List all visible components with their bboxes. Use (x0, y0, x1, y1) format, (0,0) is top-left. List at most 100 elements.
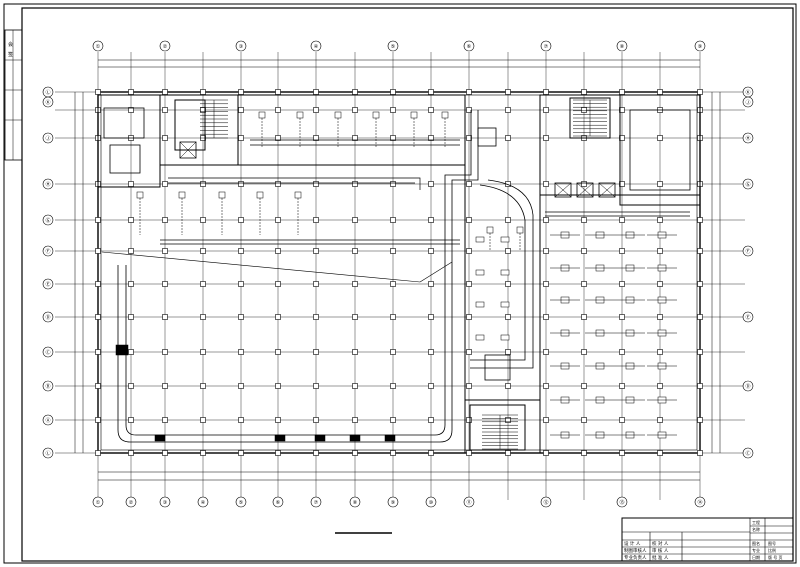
grid-bubble-top: ④ (310, 40, 322, 52)
tb-discipline-lead: 专业负责人 (624, 554, 647, 561)
grid-bubble-bottom: ⑤ (235, 496, 247, 508)
grid-bubble-top: ⑤ (387, 40, 399, 52)
svg-text:Ⓕ: Ⓕ (45, 248, 50, 255)
svg-text:②: ② (163, 44, 168, 50)
tb-reviewer: 审 核 人 (652, 547, 669, 554)
sheet-border (3, 3, 797, 564)
grid-bubble-right: Ⓔ (742, 311, 754, 323)
grid-bubble-right: Ⓙ (742, 96, 754, 108)
grid-bubble-left: Ⓕ (42, 245, 54, 257)
grid-bubble-top: ⑦ (540, 40, 552, 52)
svg-text:⑭: ⑭ (697, 499, 702, 506)
grid-bubble-right: Ⓕ (742, 245, 754, 257)
equipment (103, 107, 691, 381)
svg-text:Ⓔ: Ⓔ (45, 281, 50, 288)
svg-text:③: ③ (239, 44, 243, 50)
air-terminals (115, 111, 677, 442)
side-signature-strip: 会 签 (4, 29, 23, 161)
grid-bubble-bottom: ⑨ (387, 496, 399, 508)
svg-text:⑥: ⑥ (467, 44, 472, 50)
svg-text:①: ① (96, 44, 101, 50)
side-strip-text-1: 会 (8, 41, 13, 48)
svg-text:⑤: ⑤ (239, 500, 243, 506)
grid-bubble-right: Ⓖ (742, 178, 754, 190)
svg-text:Ⓗ: Ⓗ (745, 135, 750, 142)
stairs (200, 99, 607, 450)
svg-text:Ⓚ: Ⓚ (45, 99, 50, 106)
grid-bubble-bottom: ⑬ (616, 496, 628, 508)
grid-bubble-top: ① (92, 40, 104, 52)
grid-bubble-left: Ⓛ (42, 447, 54, 459)
svg-text:Ⓖ: Ⓖ (745, 181, 750, 188)
svg-text:Ⓛ: Ⓛ (45, 450, 50, 457)
svg-text:⑦: ⑦ (314, 500, 319, 506)
grid-bubble-right: Ⓗ (742, 132, 754, 144)
svg-text:Ⓗ: Ⓗ (45, 181, 50, 188)
tb-date-label: 日期 (752, 554, 760, 560)
grid-bubble-left: Ⓙ (42, 132, 54, 144)
grid-bubble-top: ⑨ (694, 40, 706, 52)
svg-text:⑦: ⑦ (544, 44, 549, 50)
tb-drawing-no: 图号 (768, 540, 776, 546)
svg-text:Ⓖ: Ⓖ (45, 217, 50, 224)
svg-text:①: ① (96, 500, 101, 506)
svg-text:Ⓛ: Ⓛ (45, 89, 50, 96)
tb-discipline-label: 专业 (752, 547, 760, 553)
svg-text:④: ④ (314, 44, 319, 50)
grid-bubble-left: Ⓛ (42, 86, 54, 98)
side-strip-text-2: 签 (8, 51, 13, 58)
grid-bubble-right: Ⓚ (742, 86, 754, 98)
tb-checker: 校 对 人 (652, 540, 669, 547)
svg-text:⑪: ⑪ (466, 499, 471, 506)
grid-bubble-left: Ⓒ (42, 346, 54, 358)
svg-text:Ⓒ: Ⓒ (45, 349, 50, 356)
interior-partitions (97, 94, 701, 453)
tb-scale: 比例 (768, 547, 776, 553)
column-grid (55, 52, 745, 500)
svg-text:Ⓙ: Ⓙ (745, 99, 750, 106)
svg-text:Ⓔ: Ⓔ (745, 314, 750, 321)
grid-bubble-bottom: ⑧ (349, 496, 361, 508)
grid-bubble-bottom: ⑫ (540, 496, 552, 508)
building-outline (97, 91, 701, 454)
hall-diagonals (101, 251, 453, 283)
grid-bubble-bottom: ① (92, 496, 104, 508)
grid-bubble-bottom: ⑭ (694, 496, 706, 508)
grid-bubble-bottom: ④ (197, 496, 209, 508)
tb-version: 版 号 页 (768, 554, 783, 560)
grid-bubbles: ① ② ③ ④ ⑤ ⑥ ⑦ ⑧ ⑨ ① ② ③ ④ ⑤ ⑥ ⑦ ⑧ ⑨ ⑩ ⑪ ⑫ ⑬ ⑭ Ⓛ Ⓚ Ⓙ Ⓗ Ⓖ Ⓕ Ⓔ Ⓓ Ⓒ Ⓑ Ⓐ Ⓛ Ⓚ Ⓙ Ⓗ Ⓖ Ⓕ… (42, 40, 754, 508)
svg-text:⑬: ⑬ (619, 499, 624, 506)
svg-text:⑥: ⑥ (276, 500, 281, 506)
grid-bubble-bottom: ⑥ (272, 496, 284, 508)
grid-bubble-left: Ⓑ (42, 380, 54, 392)
svg-text:⑧: ⑧ (620, 44, 625, 50)
grid-bubble-right: Ⓓ (742, 380, 754, 392)
tb-drawing-name-label: 图名 (752, 540, 760, 546)
svg-text:④: ④ (201, 500, 206, 506)
svg-text:Ⓓ: Ⓓ (745, 383, 750, 390)
title-block-text: 设 计 人 制图审核人 专业负责人 校 对 人 审 核 人 批 准 人 工程 名… (624, 519, 783, 561)
svg-text:③: ③ (163, 500, 167, 506)
upper-branch-ducts (160, 139, 690, 245)
svg-text:Ⓐ: Ⓐ (45, 417, 50, 424)
svg-text:⑤: ⑤ (391, 44, 395, 50)
tb-designer: 设 计 人 (624, 540, 641, 547)
svg-text:Ⓕ: Ⓕ (745, 248, 750, 255)
svg-text:⑨: ⑨ (391, 500, 395, 506)
svg-text:⑧: ⑧ (353, 500, 358, 506)
drawing-frame (21, 7, 794, 562)
svg-text:②: ② (129, 500, 134, 506)
structural-columns (95, 89, 703, 456)
grid-bubble-bottom: ⑪ (463, 496, 475, 508)
main-supply-duct (117, 110, 534, 443)
svg-text:⑨: ⑨ (698, 44, 702, 50)
dimension-lines (74, 59, 721, 481)
grid-bubble-top: ③ (235, 40, 247, 52)
grid-bubble-left: Ⓓ (42, 311, 54, 323)
grid-bubble-bottom: ⑦ (310, 496, 322, 508)
grid-bubble-left: Ⓐ (42, 414, 54, 426)
grid-bubble-bottom: ⑩ (425, 496, 437, 508)
svg-text:Ⓚ: Ⓚ (745, 89, 750, 96)
grid-bubble-left: Ⓖ (42, 214, 54, 226)
